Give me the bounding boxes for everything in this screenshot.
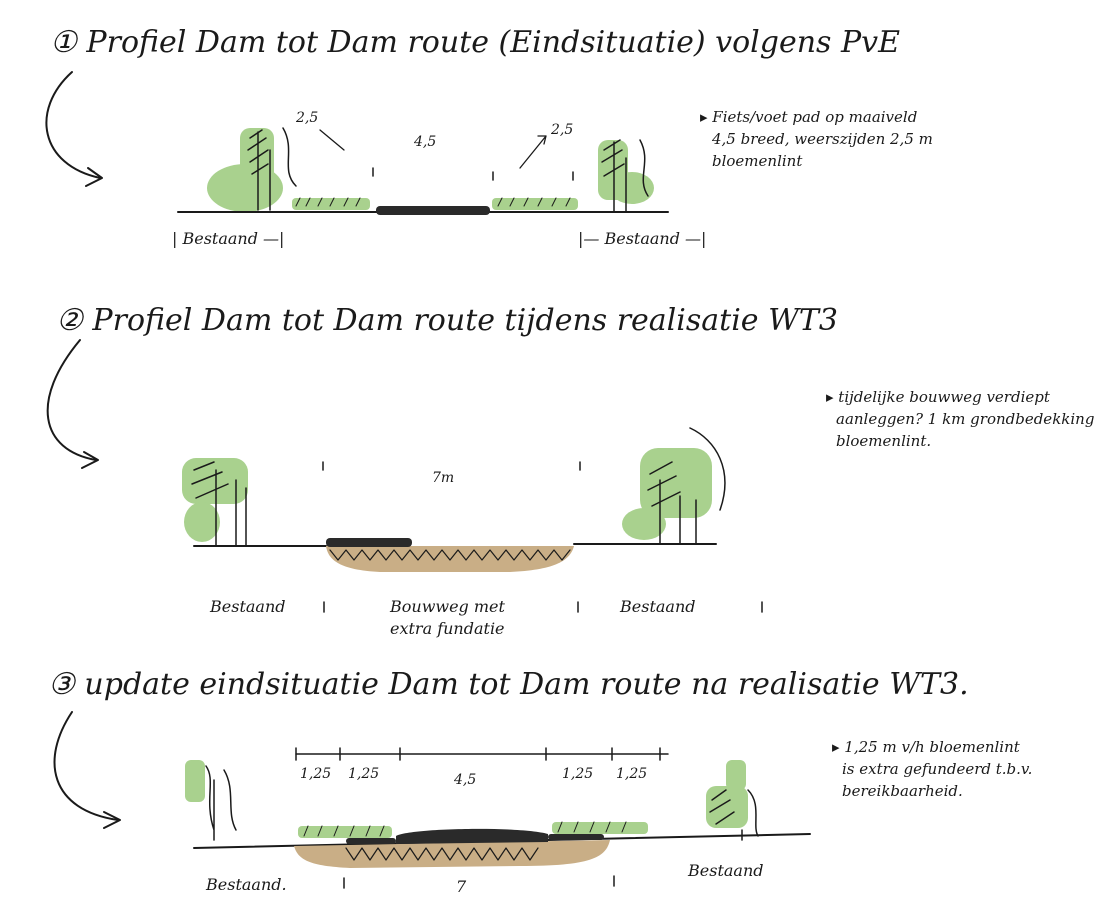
label-2-fundatie: extra fundatie [390,619,505,638]
dim-3-e: 1,25 [616,766,647,782]
tree-2-right [640,448,712,518]
dim-1-left-leader [319,129,345,151]
tree-3-right-hatch [709,789,759,841]
arrow-1 [45,71,101,179]
dim-3-bottom: 7 [456,877,467,896]
note-3-line-3: bereikbaarheid. [842,782,963,800]
note-2-line-2: aanleggen? 1 km grondbedekking [836,410,1094,428]
tree-left-hatch [247,129,271,211]
tree-2-left-hatch [191,461,247,547]
road-2-surface [326,538,412,547]
foundation-3-left-top [346,838,396,844]
dim-2: 7m [432,470,454,486]
label-existing-1a: | Bestaand —| [172,229,284,248]
path-surface-1 [376,206,490,215]
note-3-line-1: ▸ 1,25 m v/h bloemenlint [832,738,1021,756]
label-2-existing-right: Bestaand [619,597,696,616]
note-1-line-3: bloemenlint [712,152,803,170]
shrub-right [610,172,654,204]
dim-3-b: 1,25 [348,766,379,782]
section-2-title: ② Profiel Dam tot Dam route tijdens real… [56,303,838,338]
dim-line-3-ticks [295,747,661,761]
label-3-existing-right: Bestaand [687,861,764,880]
tree-right-outline [639,139,649,197]
shrub-2-left [184,502,220,542]
dim-1-right: 2,5 [550,122,573,138]
tree-right-hatch [601,139,627,213]
label-2-bouwweg: Bouwweg met [389,597,506,616]
dim-1-right-leader [519,135,547,169]
flower-strip-hatch [295,197,571,207]
note-1-line-1: ▸ Fiets/voet pad op maaiveld [700,108,917,126]
tree-2-right-outline [689,427,726,511]
section-2: ② Profiel Dam tot Dam route tijdens real… [46,303,1094,638]
flower-strip-3-hatch [303,821,627,837]
arrow-3-head [103,811,121,829]
section-3: ③ update eindsituatie Dam tot Dam route … [48,667,1032,896]
foundation-2 [326,546,574,572]
dim-3-d: 1,25 [562,766,593,782]
foundation-3-right-top [548,834,604,840]
note-3-line-2: is extra gefundeerd t.b.v. [842,760,1032,778]
tree-left-outline [282,127,297,187]
label-3-existing-left: Bestaand. [205,875,287,894]
dim-1-mid: 4,5 [413,134,436,150]
tree-3-right [706,786,748,828]
dim-3-a: 1,25 [300,766,331,782]
tree-2-right-hatch [647,461,697,545]
section-3-title: ③ update eindsituatie Dam tot Dam route … [48,667,969,702]
tree-3-left [185,760,205,802]
foundation-2-hatch [329,549,571,561]
arrow-2 [46,339,97,461]
dim-3-c: 4,5 [453,772,476,788]
section-1-title: ① Profiel Dam tot Dam route (Eindsituati… [50,25,900,60]
dim-1-left: 2,5 [295,110,318,126]
flower-strip-right [492,198,578,210]
label-existing-1b: |— Bestaand —| [578,229,706,248]
note-2-line-3: bloemenlint. [836,432,931,450]
label-2-existing-left: Bestaand [209,597,286,616]
note-2-line-1: ▸ tijdelijke bouwweg verdiept [826,388,1051,406]
arrow-1-head [85,167,103,187]
foundation-3 [294,840,610,868]
note-1-line-2: 4,5 breed, weerszijden 2,5 m [711,130,933,148]
tree-2-left [182,458,248,504]
arrow-2-head [81,451,99,469]
path-surface-3 [396,828,548,844]
flower-strip-3-left [298,826,392,838]
arrow-3 [53,711,119,821]
foundation-3-hatch [345,847,539,861]
flower-strip-3-right [552,822,648,834]
tree-3-right-top [726,760,746,790]
section-1: ① Profiel Dam tot Dam route (Eindsituati… [45,25,933,248]
tree-3-left-outline [205,765,237,841]
shrub-2-right [622,508,666,540]
